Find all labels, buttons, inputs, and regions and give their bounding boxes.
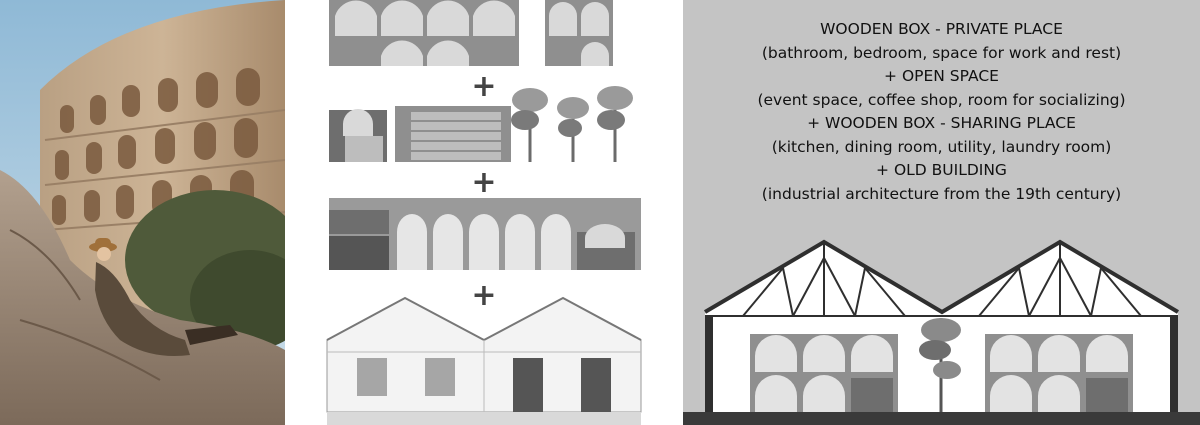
bamboo-plants: [511, 86, 633, 162]
concept-line-5: + WOODEN BOX - SHARING PLACE: [807, 114, 1076, 132]
concept-line-2: (bathroom, bedroom, space for work and r…: [761, 43, 1122, 62]
concept-line-3: + OPEN SPACE: [884, 67, 999, 85]
plus-sign: +: [471, 278, 496, 313]
concept-line-8: (industrial architecture from the 19th c…: [761, 184, 1122, 203]
concept-line-4: (event space, coffee shop, room for soci…: [757, 90, 1126, 109]
old-building-icon: [326, 296, 642, 425]
wooden-box-sharing-icon: [329, 198, 641, 270]
concept-line-7: + OLD BUILDING: [876, 161, 1007, 179]
open-space-icon: [329, 86, 633, 162]
concept-line-6: (kitchen, dining room, utility, laundry …: [771, 137, 1112, 156]
plus-sign: +: [471, 69, 496, 104]
concept-panel: WOODEN BOX - PRIVATE PLACE (bathroom, be…: [683, 0, 1200, 425]
plus-sign: +: [471, 165, 496, 200]
concept-text: WOODEN BOX - PRIVATE PLACE (bathroom, be…: [683, 18, 1200, 206]
ground-line: [683, 412, 1200, 425]
woman-figure: [89, 238, 238, 356]
colosseum-photo: [0, 0, 285, 425]
concept-line-1: WOODEN BOX - PRIVATE PLACE: [820, 20, 1063, 38]
bamboo-plant: [919, 318, 961, 412]
wooden-box-left: [750, 334, 898, 412]
building-section-drawing: [683, 239, 1200, 425]
composition-diagram: +: [285, 0, 683, 425]
wooden-box-right: [985, 334, 1133, 412]
wooden-box-private-icon: [329, 0, 613, 66]
